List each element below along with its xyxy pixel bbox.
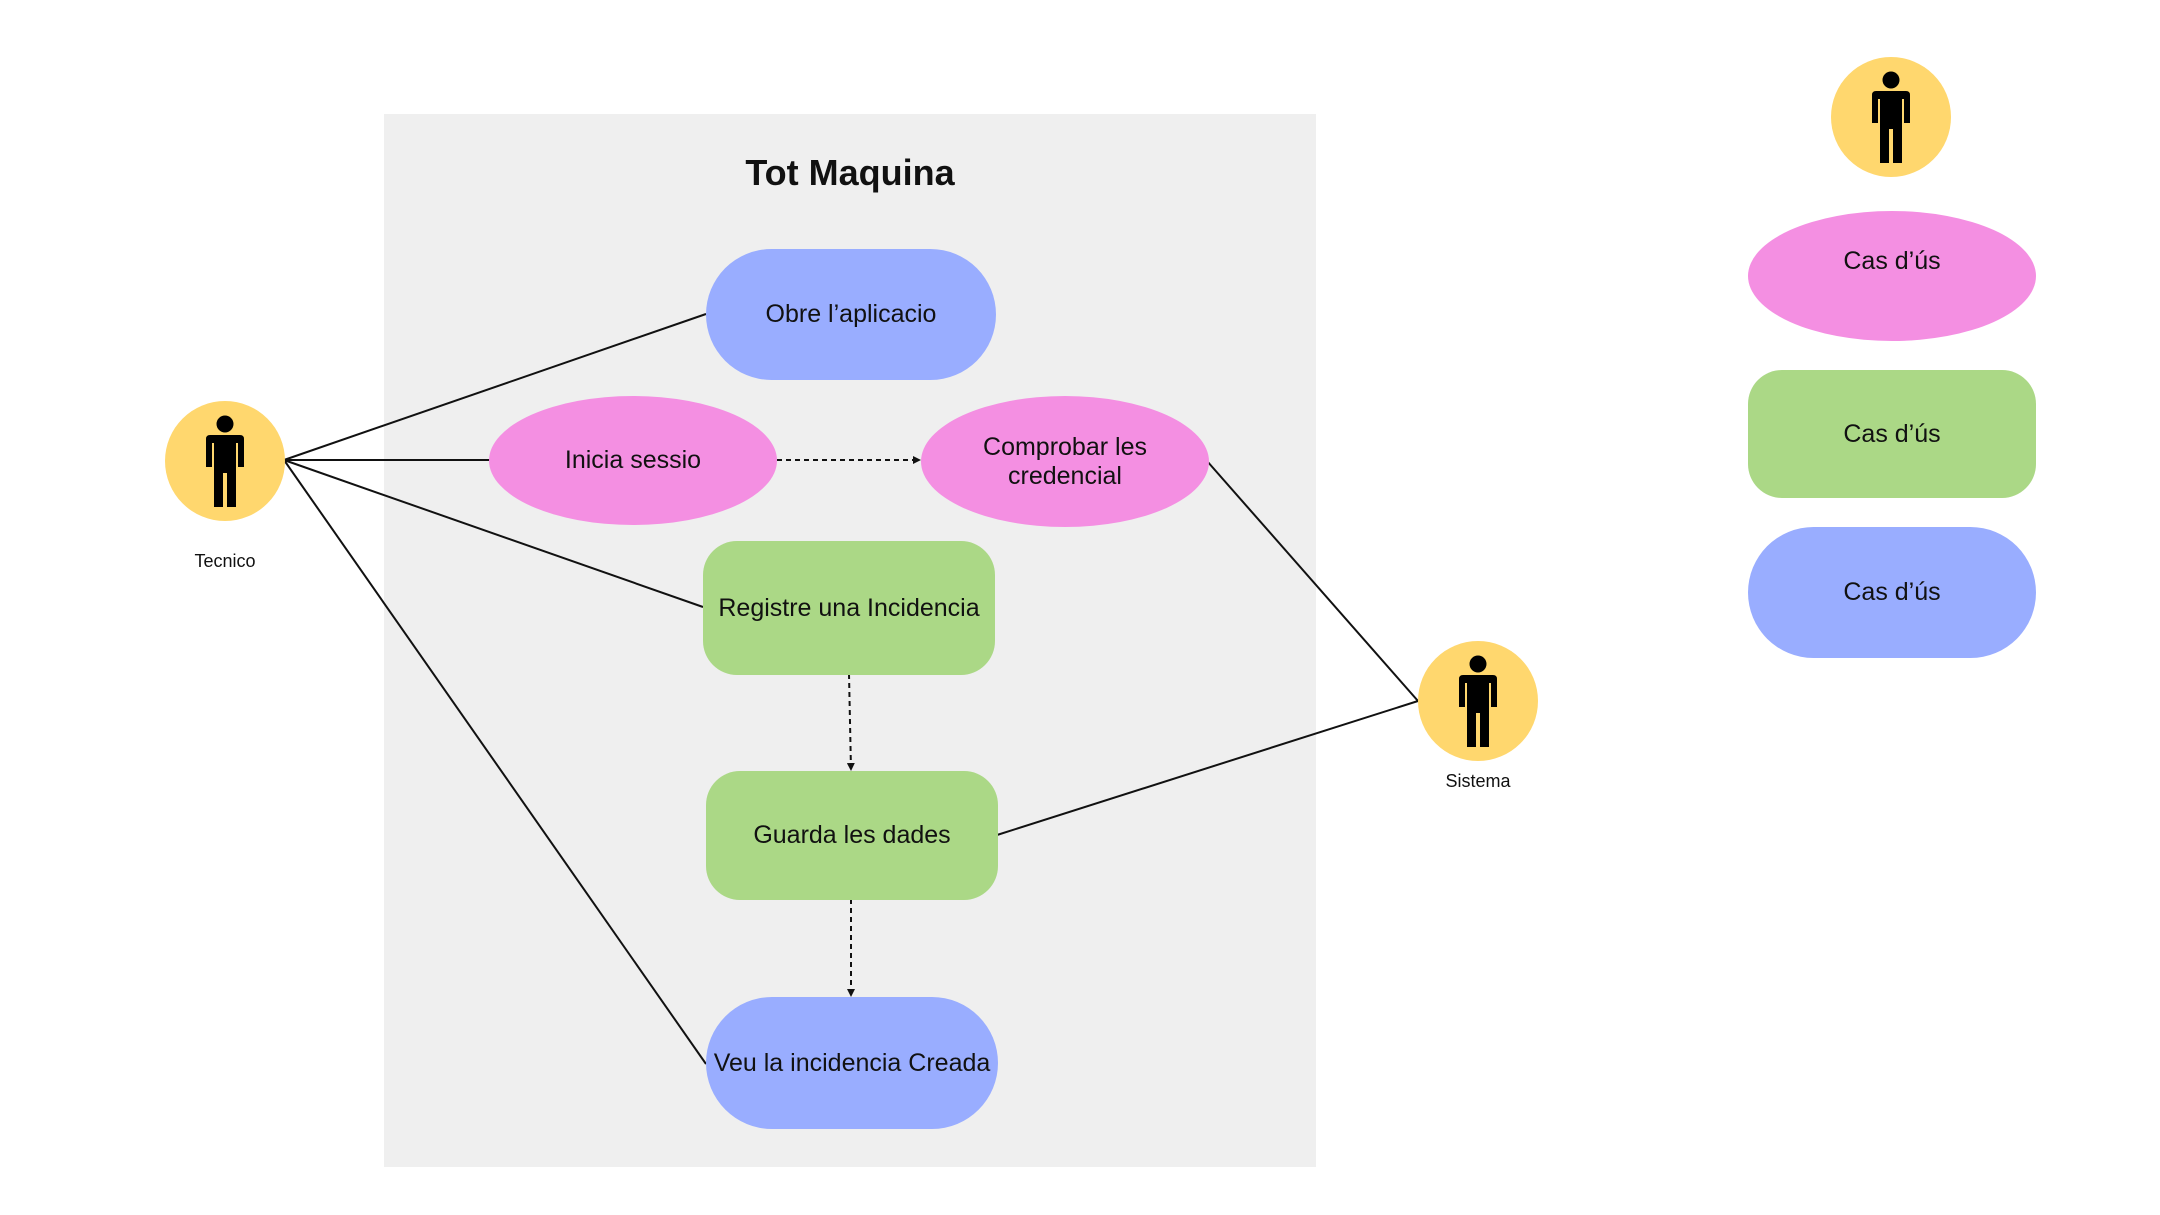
actor-tecnico-label: Tecnico (194, 551, 256, 571)
use-case-label: Registre una Incidencia (718, 593, 980, 622)
legend-use-case-pink: Cas d’ús (1748, 211, 2036, 341)
person-icon (1872, 71, 1910, 163)
use-case-label: Veu la incidencia Creada (713, 1048, 991, 1077)
actor-tecnico[interactable] (165, 401, 285, 521)
use-case-veu-incidencia[interactable]: Veu la incidencia Creada (706, 997, 998, 1129)
system-title: Tot Maquina (745, 152, 955, 193)
actor-sistema-label: Sistema (1445, 771, 1511, 791)
use-case-inicia-sessio[interactable]: Inicia sessio (489, 396, 777, 525)
use-case-label: Comprobar les credencial (983, 432, 1147, 490)
use-case-comprobar-credencial[interactable]: Comprobar les credencial (921, 396, 1209, 527)
legend-actor (1831, 57, 1951, 177)
legend-use-case-green: Cas d’ús (1748, 370, 2036, 498)
person-icon (1459, 655, 1497, 747)
legend-use-case-blue: Cas d’ús (1748, 527, 2036, 658)
use-case-registre-incidencia[interactable]: Registre una Incidencia (703, 541, 995, 675)
use-case-label: Guarda les dades (753, 821, 951, 849)
use-case-label: Inicia sessio (564, 446, 702, 474)
legend-label: Cas d’ús (1843, 419, 1941, 448)
legend-label: Cas d’ús (1843, 578, 1941, 606)
legend-label: Cas d’ús (1843, 246, 1941, 275)
use-case-guarda-dades[interactable]: Guarda les dades (706, 771, 998, 900)
use-case-label: Obre l’aplicacio (765, 300, 937, 328)
use-case-obre-aplicacio[interactable]: Obre l’aplicacio (706, 249, 996, 380)
person-icon (206, 415, 244, 507)
actor-sistema[interactable] (1418, 641, 1538, 761)
